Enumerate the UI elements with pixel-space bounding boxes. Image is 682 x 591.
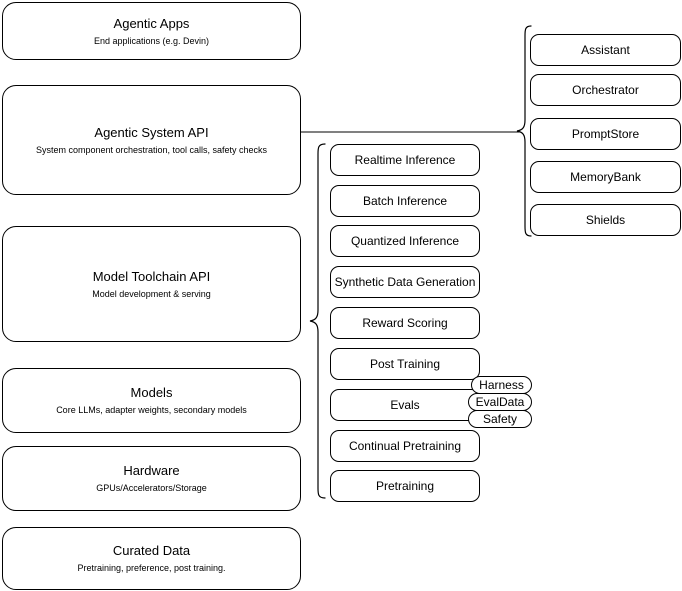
agentic-component-label: Assistant — [581, 42, 630, 57]
toolchain-component-quantized-inference[interactable]: Quantized Inference — [330, 225, 480, 257]
eval-subcomponent-label: Harness — [479, 377, 524, 392]
stack-layer-title: Curated Data — [112, 543, 191, 558]
eval-subcomponent-harness[interactable]: Harness — [471, 376, 532, 394]
agentic-component-label: MemoryBank — [570, 169, 641, 184]
stack-layer-title: Hardware — [123, 463, 180, 478]
toolchain-component-realtime-inference[interactable]: Realtime Inference — [330, 144, 480, 176]
stack-layer-agentic-system-api[interactable]: Agentic System API System component orch… — [2, 85, 301, 195]
toolchain-component-label: Pretraining — [375, 478, 435, 493]
stack-layer-title: Models — [130, 385, 173, 400]
brace-toolchain-components — [306, 142, 326, 522]
stack-layer-curated-data[interactable]: Curated Data Pretraining, preference, po… — [2, 527, 301, 590]
stack-layer-subtitle: Core LLMs, adapter weights, secondary mo… — [56, 405, 247, 415]
toolchain-component-continual-pretraining[interactable]: Continual Pretraining — [330, 430, 480, 462]
stack-layer-subtitle: End applications (e.g. Devin) — [93, 35, 210, 46]
eval-subcomponent-evaldata[interactable]: EvalData — [468, 393, 532, 411]
stack-layer-hardware[interactable]: Hardware GPUs/Accelerators/Storage — [2, 446, 301, 511]
toolchain-component-label: Post Training — [369, 356, 441, 371]
stack-layer-subtitle: System component orchestration, tool cal… — [35, 144, 268, 155]
stack-layer-agentic-apps[interactable]: Agentic Apps End applications (e.g. Devi… — [2, 2, 301, 60]
toolchain-component-synthetic-data-generation[interactable]: Synthetic Data Generation — [330, 266, 480, 298]
stack-layer-model-toolchain-api[interactable]: Model Toolchain API Model development & … — [2, 226, 301, 342]
toolchain-component-label: Quantized Inference — [350, 233, 460, 248]
agentic-component-memorybank[interactable]: MemoryBank — [530, 161, 681, 193]
agentic-component-label: Shields — [585, 212, 626, 227]
agentic-component-label: PromptStore — [571, 126, 640, 141]
toolchain-component-batch-inference[interactable]: Batch Inference — [330, 185, 480, 217]
toolchain-component-evals[interactable]: Evals — [330, 389, 480, 421]
stack-layer-title: Agentic System API — [94, 124, 209, 140]
stack-layer-subtitle: Model development & serving — [92, 288, 211, 299]
agentic-component-orchestrator[interactable]: Orchestrator — [530, 74, 681, 106]
toolchain-component-label: Synthetic Data Generation — [334, 274, 476, 289]
agentic-component-assistant[interactable]: Assistant — [530, 34, 681, 66]
stack-layer-subtitle: GPUs/Accelerators/Storage — [96, 483, 207, 493]
toolchain-component-label: Reward Scoring — [362, 315, 448, 330]
stack-layer-title: Agentic Apps — [113, 15, 190, 31]
connector-agentic-system-to-components — [301, 120, 523, 144]
toolchain-component-pretraining[interactable]: Pretraining — [330, 470, 480, 502]
eval-subcomponent-label: Safety — [482, 411, 518, 426]
brace-agentic-components — [514, 24, 534, 244]
stack-layer-subtitle: Pretraining, preference, post training. — [77, 563, 226, 573]
toolchain-component-reward-scoring[interactable]: Reward Scoring — [330, 307, 480, 339]
stack-layer-title: Model Toolchain API — [92, 268, 211, 284]
toolchain-component-post-training[interactable]: Post Training — [330, 348, 480, 380]
toolchain-component-label: Batch Inference — [362, 193, 448, 208]
toolchain-component-label: Evals — [390, 397, 420, 412]
agentic-component-promptstore[interactable]: PromptStore — [530, 118, 681, 150]
toolchain-component-label: Continual Pretraining — [348, 438, 462, 453]
stack-layer-models[interactable]: Models Core LLMs, adapter weights, secon… — [2, 368, 301, 433]
eval-subcomponent-safety[interactable]: Safety — [468, 410, 532, 428]
agentic-component-shields[interactable]: Shields — [530, 204, 681, 236]
eval-subcomponent-label: EvalData — [475, 394, 525, 409]
toolchain-component-label: Realtime Inference — [354, 152, 456, 167]
agentic-component-label: Orchestrator — [572, 82, 639, 97]
